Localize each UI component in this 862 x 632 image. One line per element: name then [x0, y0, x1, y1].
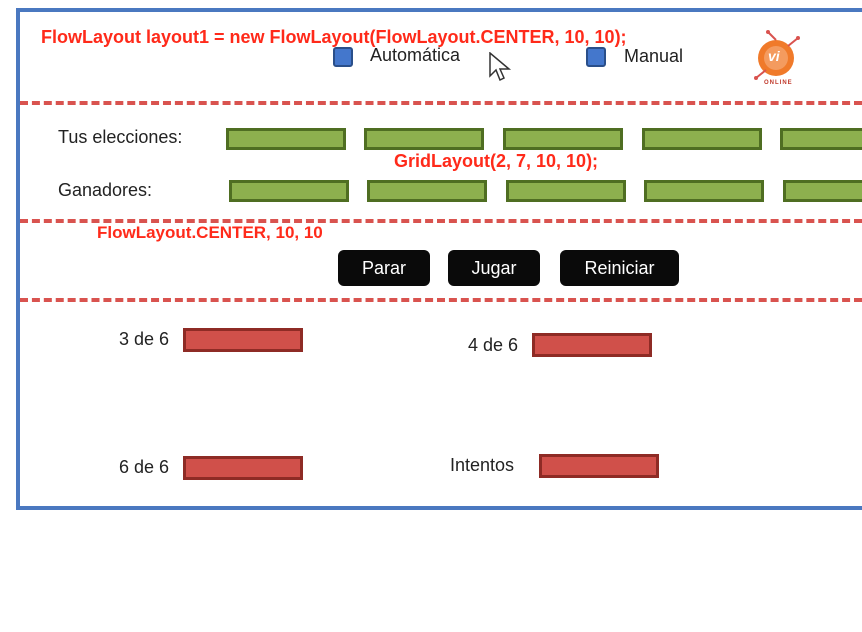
divider-2: [20, 219, 862, 223]
manual-checkbox[interactable]: [586, 47, 606, 67]
intentos-field[interactable]: [539, 454, 659, 478]
annotation-flowlayout-2: FlowLayout.CENTER, 10, 10: [97, 223, 323, 242]
annotation-flowlayout-1: FlowLayout layout1 = new FlowLayout(Flow…: [41, 27, 627, 47]
automatica-checkbox[interactable]: [333, 47, 353, 67]
cuatro-de-seis-field[interactable]: [532, 333, 652, 357]
ganadores-label: Ganadores:: [58, 180, 153, 200]
ganador-field-3[interactable]: [506, 180, 626, 202]
seis-de-seis-field[interactable]: [183, 456, 303, 480]
eleccion-field-3[interactable]: [503, 128, 623, 150]
manual-label: Manual: [624, 46, 684, 66]
tus-elecciones-label: Tus elecciones:: [58, 127, 183, 147]
jugar-button[interactable]: Jugar: [448, 250, 540, 286]
tres-de-seis-label: 3 de 6: [119, 329, 170, 349]
logo: vi ONLINE: [748, 30, 818, 90]
eleccion-field-5[interactable]: [780, 128, 862, 150]
eleccion-field-4[interactable]: [642, 128, 762, 150]
logo-tagline: ONLINE: [764, 80, 793, 86]
divider-3: [20, 298, 862, 302]
reiniciar-button[interactable]: Reiniciar: [560, 250, 679, 286]
ganador-field-1[interactable]: [229, 180, 349, 202]
logo-text: vi: [768, 48, 780, 64]
ganador-field-2[interactable]: [367, 180, 487, 202]
eleccion-field-1[interactable]: [226, 128, 346, 150]
divider-1: [20, 101, 862, 105]
seis-de-seis-label: 6 de 6: [119, 457, 170, 477]
ganador-field-5[interactable]: [783, 180, 862, 202]
tres-de-seis-field[interactable]: [183, 328, 303, 352]
annotation-gridlayout: GridLayout(2, 7, 10, 10);: [394, 151, 599, 171]
automatica-label: Automática: [370, 45, 461, 65]
ganador-field-4[interactable]: [644, 180, 764, 202]
cuatro-de-seis-label: 4 de 6: [468, 335, 519, 355]
eleccion-field-2[interactable]: [364, 128, 484, 150]
intentos-label: Intentos: [450, 455, 515, 475]
logo-mark-icon: [754, 30, 800, 80]
mouse-pointer-icon: [489, 52, 512, 82]
window-frame: [16, 8, 862, 510]
parar-button[interactable]: Parar: [338, 250, 430, 286]
